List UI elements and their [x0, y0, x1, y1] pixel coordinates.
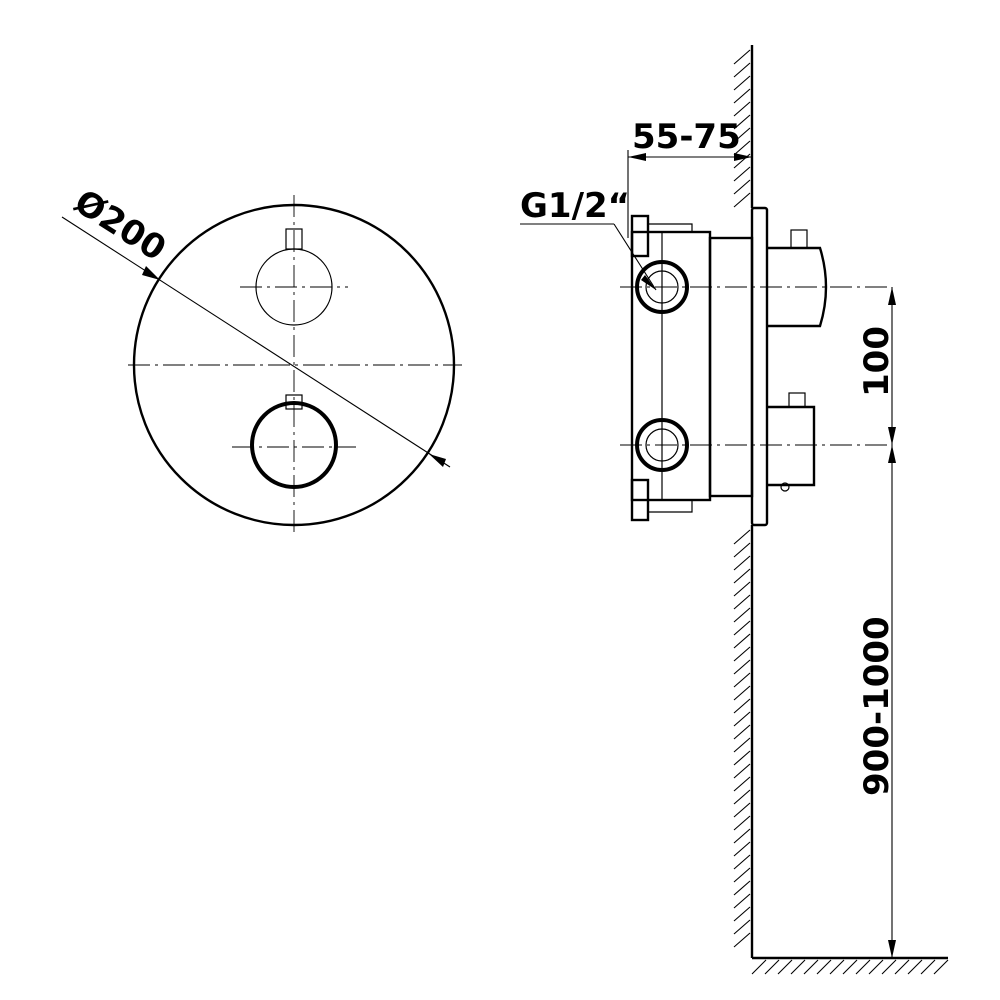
wall-hatch-line: [733, 815, 751, 831]
wall-hatch-line: [733, 594, 751, 610]
wall-hatch-line: [733, 646, 751, 662]
floor-hatch-line: [855, 959, 871, 975]
depth-label: 55-75: [632, 117, 741, 157]
wall-hatch-line: [733, 49, 751, 65]
mixing-body: [630, 214, 754, 522]
upper-knob: [255, 228, 333, 326]
wall-hatch-line: [733, 581, 751, 597]
floor-hatch-line: [829, 959, 845, 975]
wall-hatch-line: [733, 555, 751, 571]
floor-hatch-line: [790, 959, 806, 975]
front-view: Ø200: [61, 182, 462, 535]
wall-hatch-line: [733, 724, 751, 740]
thread-label: G1/2“: [520, 186, 630, 226]
wall-hatch-line: [733, 789, 751, 805]
wall-hatch-line: [733, 685, 751, 701]
wall-hatch-line: [733, 62, 751, 78]
wall-hatch-line: [733, 101, 751, 117]
wall-hatch-line: [733, 620, 751, 636]
lower-handle-side: [767, 392, 816, 492]
spacing-label: 100: [857, 326, 897, 397]
lower-knob: [250, 394, 338, 489]
wall-hatch-line: [733, 114, 751, 130]
wall-hatch-line: [733, 711, 751, 727]
wall-hatch-line: [733, 659, 751, 675]
thread-callout: G1/2“: [520, 186, 657, 291]
floor-hatch-line: [868, 959, 884, 975]
wall-hatch-line: [733, 802, 751, 818]
wall-hatch-line: [733, 75, 751, 91]
floor-hatch-line: [803, 959, 819, 975]
wall-hatch-line: [733, 542, 751, 558]
wall-hatch-line: [733, 192, 751, 208]
wall-hatch-line: [733, 568, 751, 584]
wall-hatch-line: [733, 140, 751, 156]
floor-hatch-line: [881, 959, 897, 975]
wall: [733, 45, 754, 958]
height-dimension: 900-1000: [857, 445, 897, 958]
wall-hatch-line: [733, 179, 751, 195]
diameter-label: Ø200: [67, 182, 173, 269]
wall-hatch-line: [733, 127, 751, 143]
wall-hatch-line: [733, 919, 751, 935]
wall-hatch-line: [733, 893, 751, 909]
wall-hatch-line: [733, 88, 751, 104]
wall-hatch-line: [733, 166, 751, 182]
height-label: 900-1000: [857, 616, 897, 796]
wall-hatch-line: [733, 633, 751, 649]
wall-hatch-line: [733, 776, 751, 792]
floor: [751, 956, 949, 975]
wall-hatch-line: [733, 763, 751, 779]
floor-hatch-line: [764, 959, 780, 975]
floor-hatch-line: [907, 959, 923, 975]
wall-hatch-line: [733, 880, 751, 896]
wall-hatch-line: [733, 828, 751, 844]
depth-dimension: 55-75: [627, 117, 752, 238]
cover-plate-side: [750, 206, 769, 527]
floor-hatch-line: [894, 959, 910, 975]
floor-hatch-line: [816, 959, 832, 975]
wall-hatch-line: [733, 867, 751, 883]
wall-hatch-line: [733, 932, 751, 948]
floor-hatch-line: [777, 959, 793, 975]
wall-hatch-line: [733, 607, 751, 623]
floor-hatch-line: [933, 959, 949, 975]
wall-hatch-line: [733, 529, 751, 545]
wall-hatch-line: [733, 672, 751, 688]
wall-hatch-line: [733, 737, 751, 753]
floor-hatch-line: [751, 959, 767, 975]
upper-handle-side: [767, 229, 828, 328]
wall-hatch-line: [733, 906, 751, 922]
wall-hatch-line: [733, 841, 751, 857]
side-view: 55-75 G1/2“ 100 900-1000: [520, 45, 949, 975]
wall-hatch-line: [733, 698, 751, 714]
floor-hatch-line: [920, 959, 936, 975]
floor-hatch-line: [842, 959, 858, 975]
spacing-dimension: 100: [857, 287, 897, 445]
wall-hatch-line: [733, 854, 751, 870]
wall-hatch-line: [733, 750, 751, 766]
